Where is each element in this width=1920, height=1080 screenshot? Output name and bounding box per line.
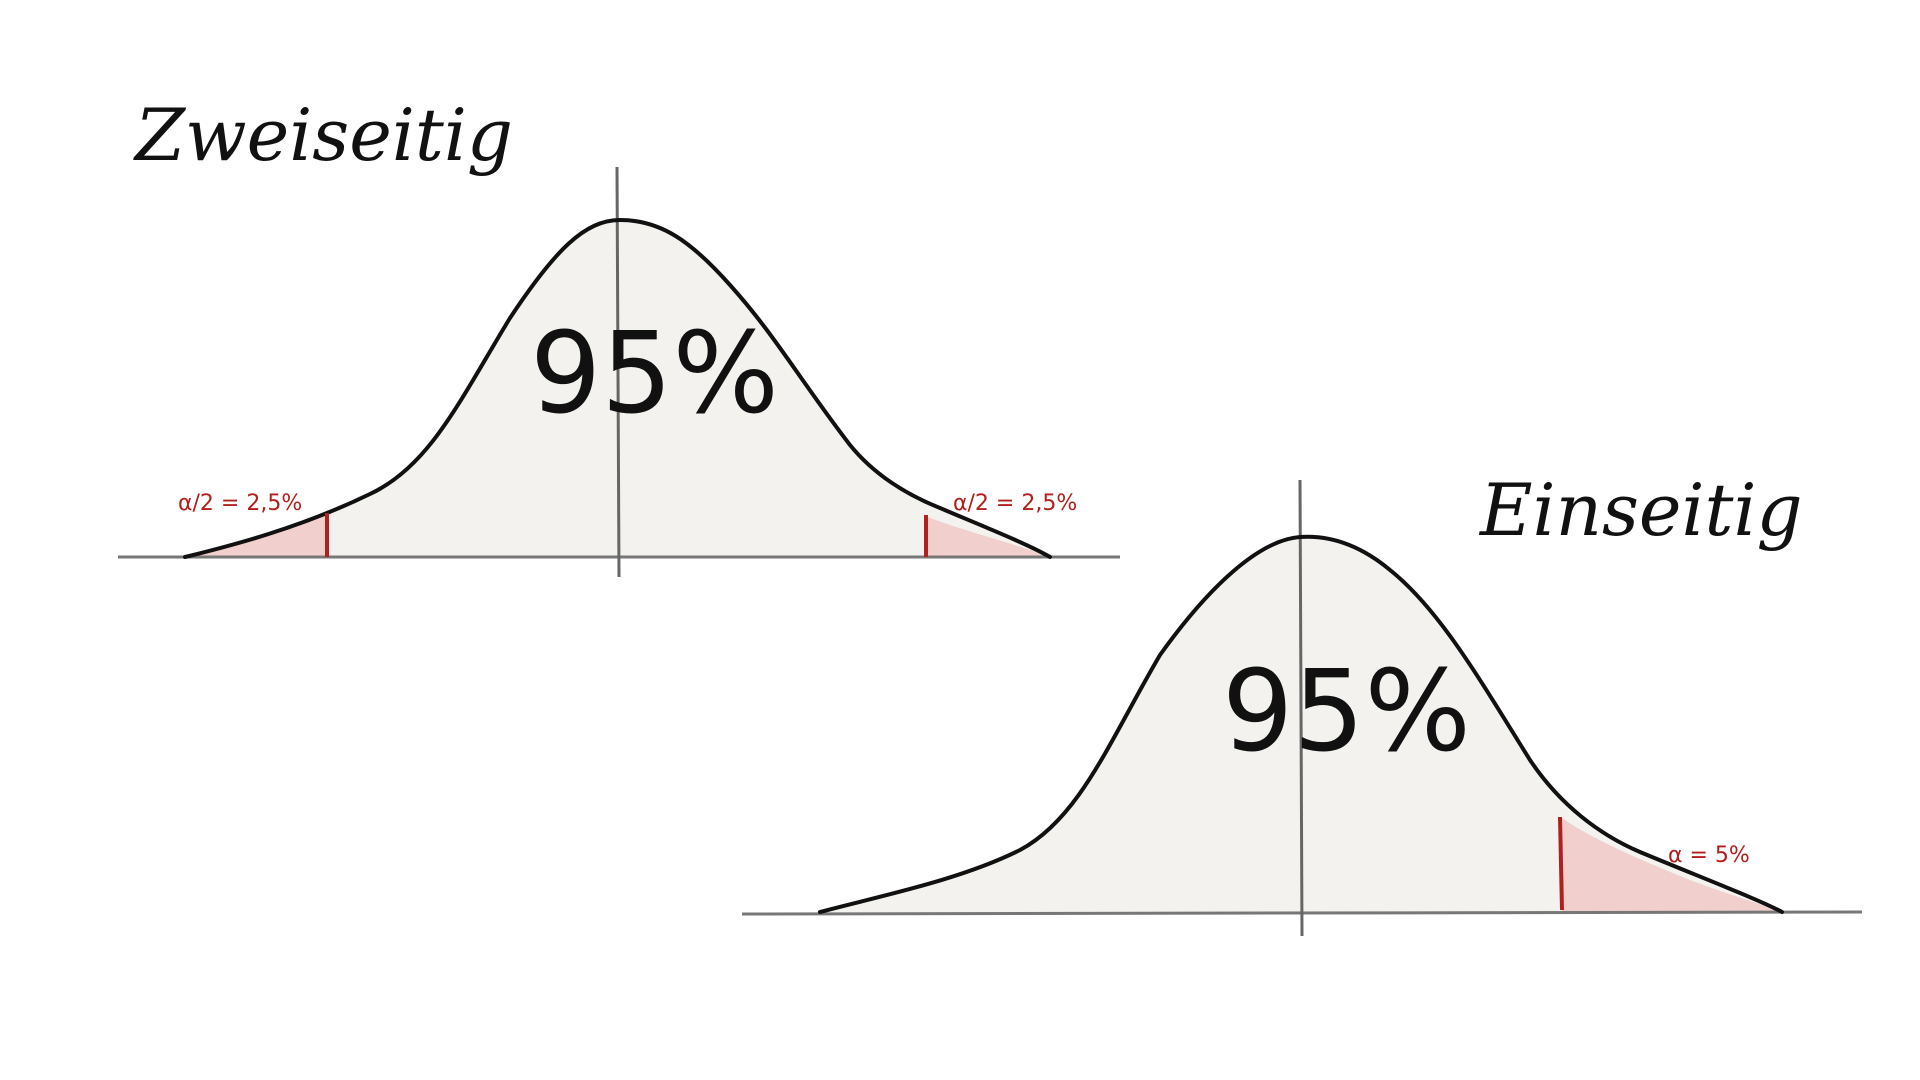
two-sided-center-label: 95% <box>530 309 779 439</box>
two-sided-left-tail-label: α/2 = 2,5% <box>178 491 302 516</box>
one-sided-center-label: 95% <box>1222 647 1471 777</box>
two-sided-title: Zweiseitig <box>133 93 513 177</box>
two-sided-center-line <box>615 166 621 578</box>
one-sided-tail-label: α = 5% <box>1668 843 1750 868</box>
one-sided-curve-outline <box>818 534 1784 914</box>
two-sided-curve-outline <box>183 218 1052 559</box>
two-sided-diagram: Zweiseitig 95% α/2 = 2,5% α/2 = 2,5% <box>118 93 1120 578</box>
two-sided-right-tail-label: α/2 = 2,5% <box>953 491 1077 516</box>
one-sided-center-line <box>1298 479 1304 937</box>
two-sided-right-rejection-area <box>928 517 1050 557</box>
one-sided-rejection-area <box>1562 818 1782 912</box>
one-sided-critical-line <box>1558 816 1564 911</box>
one-sided-title: Einseitig <box>1478 468 1803 552</box>
one-sided-diagram: Einseitig 95% α = 5% <box>741 468 1863 937</box>
two-sided-left-rejection-area <box>185 515 327 557</box>
